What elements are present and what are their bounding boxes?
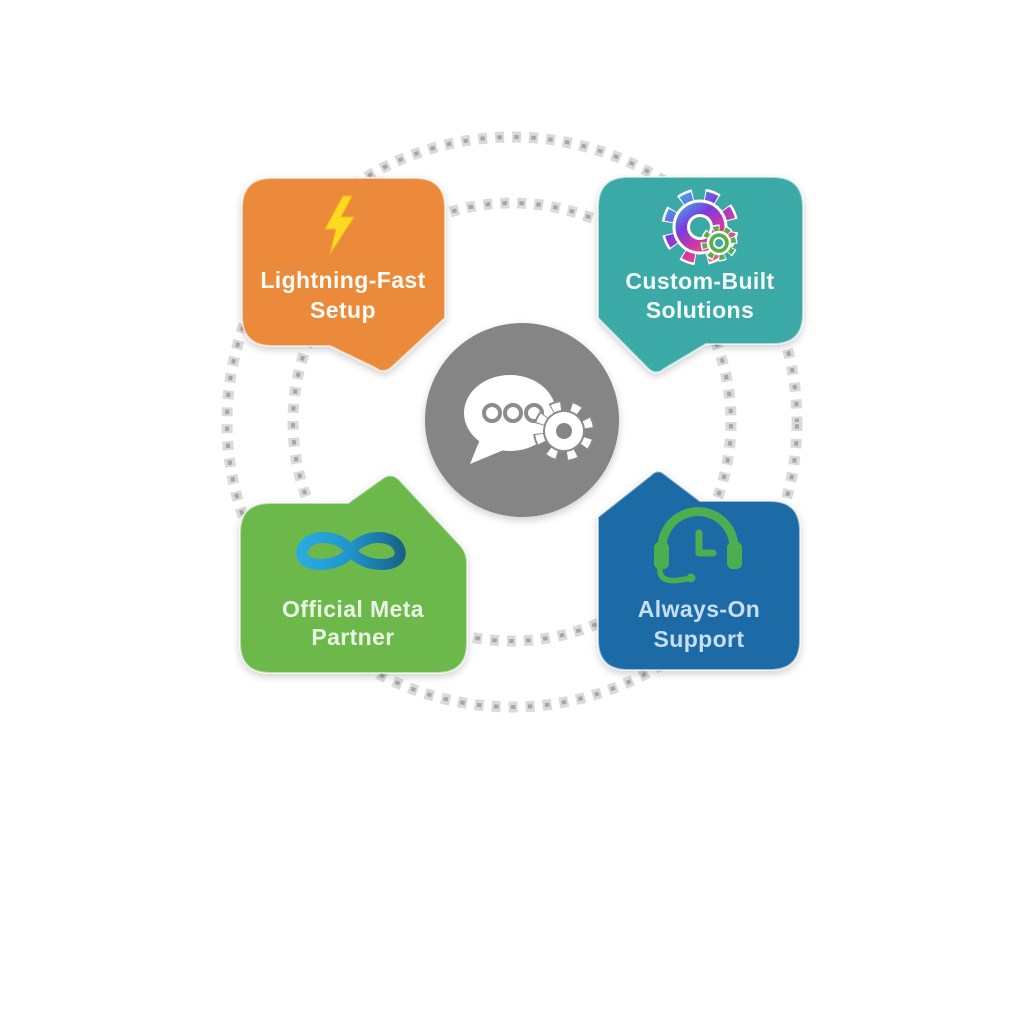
card-shape [597, 470, 801, 671]
card-official-meta-partner: Official Meta Partner [239, 474, 468, 674]
chat-dots [482, 403, 544, 423]
small-green-gear [700, 224, 738, 262]
outer-dashed-circle [225, 135, 799, 709]
chat-gear-icon [464, 375, 595, 464]
card-shape [239, 474, 468, 674]
chat-dot [503, 403, 523, 423]
card-label-line2: Solutions [646, 297, 754, 323]
card-custom-built-solutions: Custom-Built Solutions [597, 176, 804, 374]
ear-cup-right [727, 542, 742, 569]
inner-dashed-circle [291, 201, 733, 643]
card-label-line2: Support [654, 626, 745, 652]
card-lightning-fast-setup: Lightning-Fast Setup [241, 177, 446, 372]
card-shape [241, 177, 446, 372]
card-label-line1: Always-On [638, 596, 760, 622]
clock-hands [695, 529, 717, 557]
chat-dot [482, 403, 502, 423]
mic-tip [686, 573, 696, 583]
mic-boom [657, 566, 690, 584]
chat-bubble-tail [470, 437, 506, 464]
card-label-line1: Custom-Built [625, 268, 774, 294]
ear-cup-left [654, 542, 669, 569]
card-label-line1: Official Meta [282, 596, 424, 622]
card-label-line2: Setup [310, 297, 376, 323]
headset-clock-icon [654, 507, 742, 584]
card-always-on-support: Always-On Support [597, 470, 801, 671]
dashed-connector-circles [221, 131, 803, 713]
headband-arc [657, 507, 739, 561]
card-label-line1: Lightning-Fast [260, 267, 425, 293]
card-label-line2: Partner [311, 624, 394, 650]
center-gear-icon [533, 400, 595, 462]
lightning-bolt-icon [324, 195, 355, 255]
meta-infinity-icon [296, 532, 406, 570]
gears-icon [661, 188, 739, 266]
card-shape [597, 176, 804, 374]
center-chat-gear-badge [425, 323, 619, 517]
